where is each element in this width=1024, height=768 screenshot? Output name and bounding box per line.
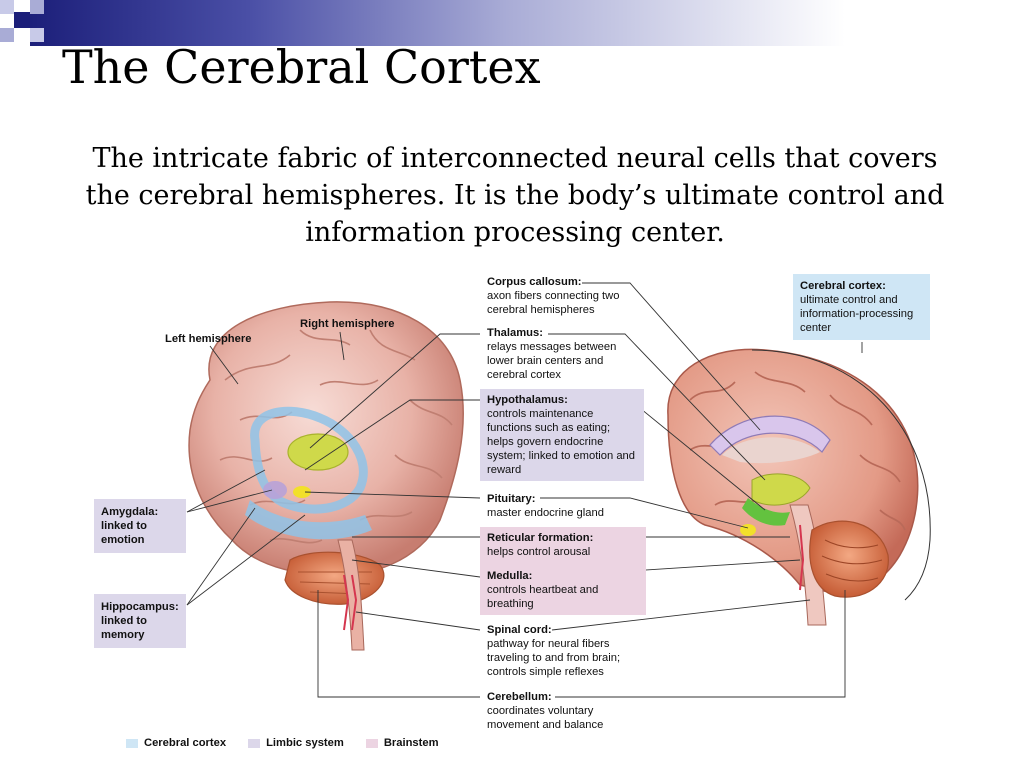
hypothalamus-callout: Hypothalamus: controls maintenance funct…: [480, 389, 644, 481]
cerebellum-callout: Cerebellum: coordinates voluntary moveme…: [487, 690, 617, 732]
callout-name: Spinal cord:: [487, 624, 552, 636]
callout-desc: axon fibers connecting two cerebral hemi…: [487, 290, 620, 316]
reticular-formation-callout: Reticular formation: helps control arous…: [487, 531, 639, 559]
decor-square: [30, 28, 44, 42]
amygdala-label: Amygdala: linked to emotion: [94, 499, 186, 553]
decor-square: [0, 28, 14, 42]
brainstem-callouts: Reticular formation: helps control arous…: [480, 527, 646, 615]
callout-desc: master endocrine gland: [487, 507, 604, 519]
spinal-cord-callout: Spinal cord: pathway for neural fibers t…: [487, 623, 637, 679]
callout-name: Corpus callosum:: [487, 276, 582, 288]
cerebral-cortex-callout: Cerebral cortex: ultimate control and in…: [793, 274, 930, 340]
legend-label: Limbic system: [266, 737, 344, 749]
callout-name: Reticular formation:: [487, 532, 594, 544]
legend-swatch: [126, 738, 138, 748]
callout-desc: controls maintenance functions such as e…: [487, 408, 635, 476]
right-brain: [667, 348, 931, 626]
decor-square: [14, 12, 30, 28]
decor-square: [30, 0, 44, 14]
callout-desc: helps control arousal: [487, 546, 591, 558]
callout-name: Hypothalamus:: [487, 394, 568, 406]
thalamus-callout: Thalamus: relays messages between lower …: [487, 326, 635, 382]
medulla-callout: Medulla: controls heartbeat and breathin…: [487, 569, 639, 611]
right-hemisphere-label: Right hemisphere: [300, 318, 395, 330]
left-brain: [188, 301, 464, 651]
left-hemisphere-label: Left hemisphere: [165, 333, 252, 345]
slide-title: The Cerebral Cortex: [62, 40, 541, 94]
callout-name: Thalamus:: [487, 327, 543, 339]
leader-lines: [186, 282, 863, 698]
callout-name: Pituitary:: [487, 493, 536, 505]
legend-item: Limbic system: [248, 737, 344, 749]
legend-item: Cerebral cortex: [126, 737, 226, 749]
legend-label: Brainstem: [383, 737, 439, 749]
legend-item: Brainstem: [365, 737, 439, 749]
pituitary-callout: Pituitary: master endocrine gland: [487, 492, 637, 520]
diagram-legend: Cerebral cortex Limbic system Brainstem: [126, 737, 439, 749]
corpus-callosum-callout: Corpus callosum: axon fibers connecting …: [487, 275, 635, 317]
title-band: [30, 0, 1024, 46]
callout-desc: relays messages between lower brain cent…: [487, 341, 617, 381]
slide-subtitle: The intricate fabric of interconnected n…: [85, 143, 945, 248]
callout-name: Medulla:: [487, 570, 533, 582]
legend-label: Cerebral cortex: [144, 737, 227, 749]
legend-swatch: [365, 738, 378, 748]
callout-desc: coordinates voluntary movement and balan…: [487, 705, 604, 731]
hippocampus-label: Hippocampus: linked to memory: [94, 594, 186, 648]
decor-square: [0, 0, 14, 14]
callout-name: Cerebral cortex:: [800, 280, 886, 292]
callout-desc: pathway for neural fibers traveling to a…: [487, 638, 621, 678]
callout-desc: controls heartbeat and breathing: [487, 584, 599, 610]
callout-name: Cerebellum:: [487, 691, 552, 703]
callout-desc: ultimate control and information-process…: [800, 294, 914, 334]
legend-swatch: [248, 738, 261, 748]
